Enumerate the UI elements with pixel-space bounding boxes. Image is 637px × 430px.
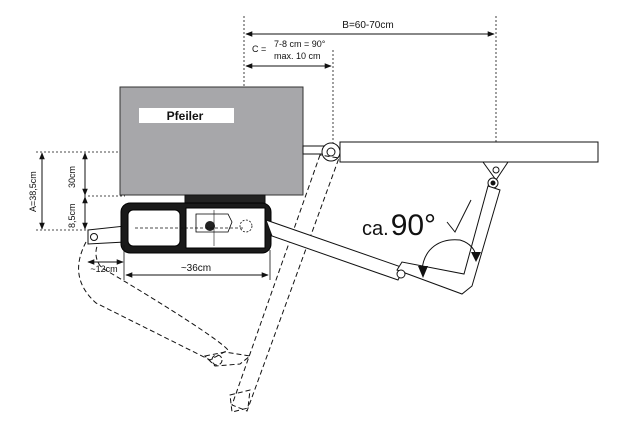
dimension-b-label: B=60-70cm <box>342 20 393 31</box>
pillar-label: Pfeiler <box>167 109 204 123</box>
dimension-c: C = 7-8 cm = 90° max. 10 cm <box>245 39 332 69</box>
dimension-c-line2: max. 10 cm <box>274 51 321 61</box>
dimension-c-line1: 7-8 cm = 90° <box>274 39 326 49</box>
dimension-36-label: ~36cm <box>181 263 211 274</box>
checkmark-icon <box>446 199 472 233</box>
angle-value: 90° <box>391 209 436 242</box>
horizontal-dimensions: ~12cm ~36cm <box>87 245 271 280</box>
dimension-12-label: ~12cm <box>90 264 117 274</box>
angle-label: ca.90° <box>362 209 436 242</box>
gate-bracket <box>482 161 509 189</box>
angle-indicator: ca.90° <box>362 199 481 278</box>
dimension-a-label: A=38,5cm <box>28 171 38 212</box>
motor-body <box>120 202 272 254</box>
closed-position-arm <box>265 185 501 295</box>
dimension-30-label: 30cm <box>67 166 77 188</box>
angle-prefix: ca. <box>362 218 389 240</box>
dimension-c-prefix: C = <box>252 44 266 54</box>
pillar: Pfeiler <box>119 86 304 196</box>
dimension-85-label: 8,5cm <box>67 203 77 228</box>
dimension-b: B=60-70cm <box>245 20 495 37</box>
vertical-dimensions: A=38,5cm 30cm 8,5cm <box>28 152 88 230</box>
open-position-arm <box>78 154 340 413</box>
gate-beam <box>302 141 599 163</box>
